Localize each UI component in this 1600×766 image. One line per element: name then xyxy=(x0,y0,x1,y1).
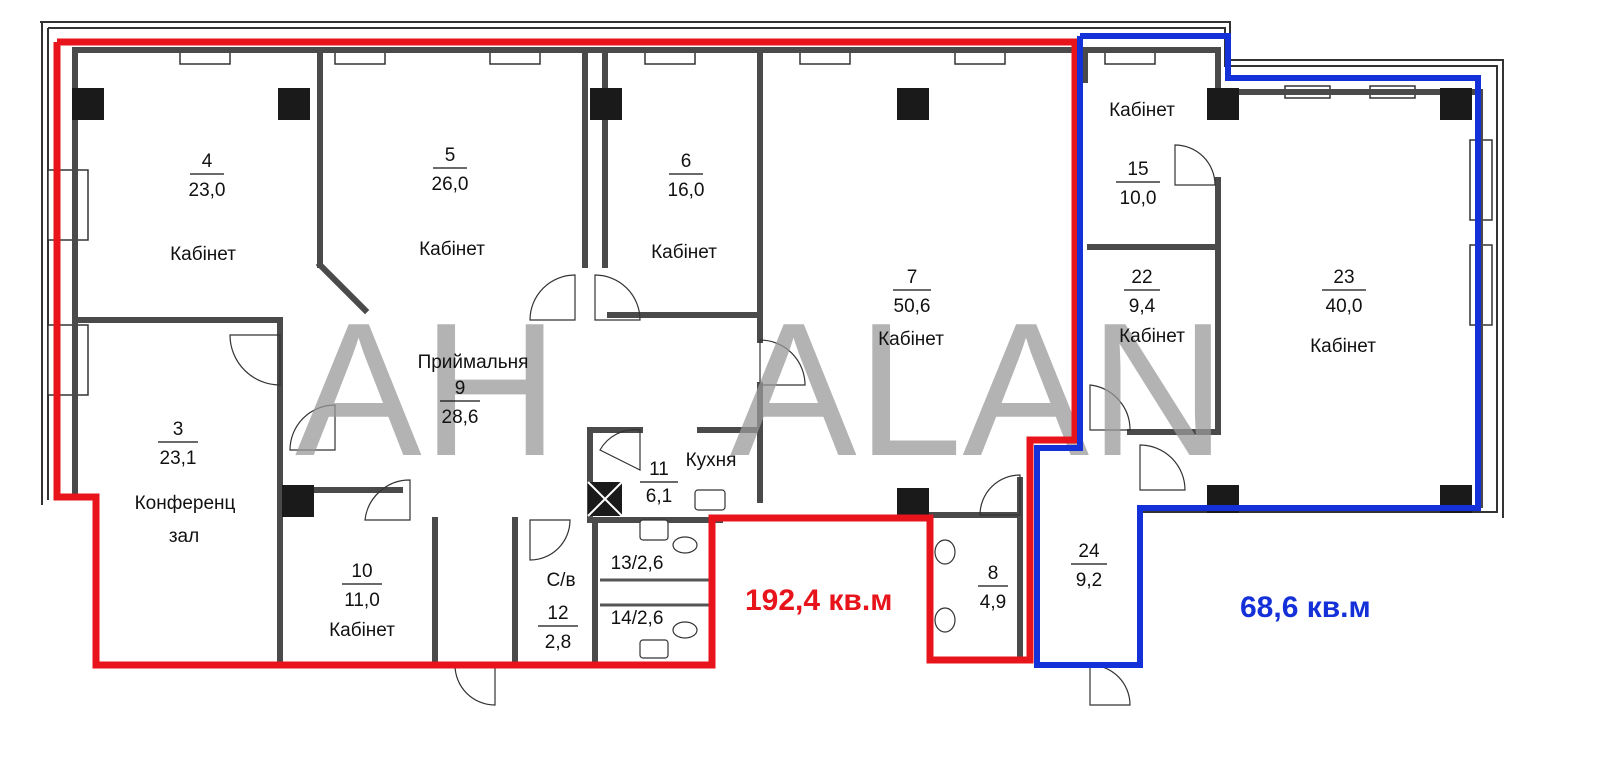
room-number: 10 xyxy=(351,561,372,582)
room-7: 7 50,6 Кабінет xyxy=(878,267,944,350)
room-number: 11 xyxy=(649,459,669,480)
watermark-right: ALAN xyxy=(730,284,1226,496)
room-area: 10,0 xyxy=(1120,188,1157,209)
watermark-left: AH xyxy=(295,284,559,496)
room-labels: 4 23,0 Кабінет 5 26,0 Кабінет 6 16,0 Каб… xyxy=(135,100,1377,653)
ventilation-shaft xyxy=(587,481,623,517)
zone-outline-red xyxy=(53,38,1079,669)
room-name: Кухня xyxy=(686,450,737,471)
zone-total-red: 192,4 кв.м xyxy=(745,584,892,617)
room-name: Кабінет xyxy=(1119,326,1185,347)
room-area: 11,0 xyxy=(344,590,380,611)
room-name: Кабінет xyxy=(651,242,717,263)
fixtures xyxy=(639,489,956,659)
column xyxy=(278,88,310,120)
room-name: Приймальня xyxy=(418,352,529,373)
room-name: Кабінет xyxy=(329,620,395,641)
room-area: 50,6 xyxy=(894,296,931,317)
room-number: 8 xyxy=(988,563,999,584)
room-number: 7 xyxy=(907,267,918,288)
room-number: 3 xyxy=(173,419,184,440)
room-9: Приймальня 9 28,6 xyxy=(418,352,529,428)
room-3: 3 23,1 Конференц зал xyxy=(135,419,236,547)
room-area: 6,1 xyxy=(646,486,672,507)
room-name: Кабінет xyxy=(1310,336,1376,357)
room-area: 40,0 xyxy=(1326,296,1363,317)
room-number: 5 xyxy=(445,145,456,166)
column xyxy=(1440,88,1472,120)
room-6: 6 16,0 Кабінет xyxy=(651,151,717,263)
room-name: Кабінет xyxy=(878,329,944,350)
room-name: Кабінет xyxy=(170,244,236,265)
room-14-label: 14/2,6 xyxy=(611,608,664,629)
room-10: 10 11,0 Кабінет xyxy=(329,561,395,641)
room-name: С/в xyxy=(546,570,575,591)
room-number: 15 xyxy=(1127,159,1148,180)
column xyxy=(590,88,622,120)
room-number: 9 xyxy=(455,378,466,399)
room-5: 5 26,0 Кабінет xyxy=(419,145,485,260)
column xyxy=(282,485,314,517)
room-name-line2: зал xyxy=(169,526,199,547)
room-15: Кабінет 15 10,0 xyxy=(1109,100,1175,209)
room-13-label: 13/2,6 xyxy=(611,553,664,574)
room-number: 6 xyxy=(681,151,692,172)
zone-total-blue: 68,6 кв.м xyxy=(1240,591,1371,624)
room-23: 23 40,0 Кабінет xyxy=(1310,267,1376,357)
room-24: 24 9,2 xyxy=(1071,541,1107,591)
room-22: 22 9,4 Кабінет xyxy=(1119,267,1185,347)
doors xyxy=(229,144,1216,706)
room-area: 2,8 xyxy=(545,632,571,653)
room-area: 28,6 xyxy=(442,407,479,428)
room-area: 26,0 xyxy=(432,174,469,195)
room-11: 11 6,1 Кухня xyxy=(640,450,736,507)
room-area: 16,0 xyxy=(668,180,705,201)
column xyxy=(897,488,929,516)
room-area: 9,2 xyxy=(1076,570,1102,591)
room-number: 23 xyxy=(1333,267,1354,288)
room-area: 9,4 xyxy=(1129,296,1156,317)
room-number: 4 xyxy=(202,151,213,172)
room-name: Кабінет xyxy=(419,239,485,260)
room-8: 8 4,9 xyxy=(978,563,1008,613)
room-area: 23,0 xyxy=(189,180,226,201)
room-12: С/в 12 2,8 xyxy=(538,570,578,653)
room-area: 4,9 xyxy=(980,592,1006,613)
room-number: 22 xyxy=(1131,267,1152,288)
column xyxy=(72,88,104,120)
room-name: Кабінет xyxy=(1109,100,1175,121)
zone-outline-blue xyxy=(1034,33,1481,668)
room-4: 4 23,0 Кабінет xyxy=(170,151,236,265)
room-number: 24 xyxy=(1078,541,1100,562)
room-name: Конференц xyxy=(135,493,236,514)
room-number: 12 xyxy=(547,603,568,624)
column xyxy=(897,88,929,120)
column xyxy=(1207,88,1239,120)
room-area: 23,1 xyxy=(160,448,197,469)
